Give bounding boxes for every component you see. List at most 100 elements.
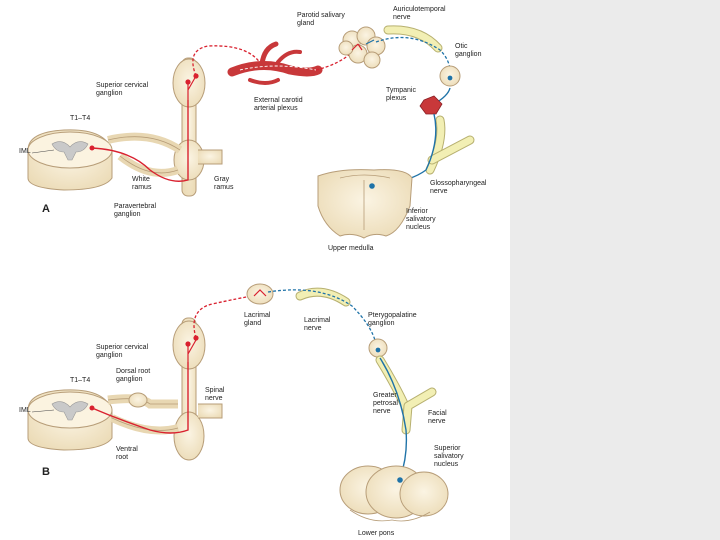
dorsal-root-ganglion xyxy=(128,392,148,408)
label-parotid-line: Parotid salivary xyxy=(297,12,345,19)
label-dorsal-root-line: Dorsal root xyxy=(116,368,150,375)
label-gray-ramus-line: ramus xyxy=(214,184,234,191)
label-sup-cervical-b-line: ganglion xyxy=(96,352,123,359)
label-paravertebral-line: Paravertebral xyxy=(114,203,156,210)
auriculotemporal-nerve xyxy=(384,26,442,52)
panel-letter-b: B xyxy=(42,466,50,478)
label-iml-a: IML xyxy=(19,148,31,155)
label-white-ramus-line: White xyxy=(132,176,150,183)
label-auriculotemporal-line: Auriculotemporal xyxy=(393,6,446,13)
label-greater-petrosal-line: petrosal xyxy=(373,400,398,407)
external-carotid-artery xyxy=(227,41,323,85)
glossopharyngeal-nerve xyxy=(428,136,474,164)
label-superior-salivatory-line: Superior xyxy=(434,445,461,452)
label-glossopharyngeal-line: Glossopharyngeal xyxy=(430,180,487,187)
label-t1t4-a: T1–T4 xyxy=(70,115,90,122)
label-inferior-salivatory-line: salivatory xyxy=(406,216,436,223)
label-glossopharyngeal-line: nerve xyxy=(430,188,448,195)
label-ventral-root-line: Ventral xyxy=(116,446,138,453)
label-gray-ramus-line: Gray xyxy=(214,176,230,183)
panel-letter-a: A xyxy=(42,203,50,215)
label-iml-b-line: IML xyxy=(19,407,31,414)
facial-nerve xyxy=(402,388,436,434)
preganglionic-fiber-a xyxy=(91,147,189,182)
label-superior-salivatory-line: salivatory xyxy=(434,453,464,460)
label-t1t4-b: T1–T4 xyxy=(70,377,90,384)
label-pterygopalatine-line: Pterygopalatine xyxy=(368,312,417,319)
spinal-cord-segment-a xyxy=(27,129,113,191)
label-superior-salivatory-line: nucleus xyxy=(434,461,459,468)
label-inferior-salivatory-line: nucleus xyxy=(406,224,431,231)
label-dorsal-root-line: ganglion xyxy=(116,376,143,383)
parotid-gland xyxy=(338,26,386,69)
label-lower-pons-line: Lower pons xyxy=(358,530,395,537)
label-parotid-line: gland xyxy=(297,20,314,27)
label-lacrimal-nerve-line: Lacrimal xyxy=(304,317,331,324)
lower-pons xyxy=(339,465,449,522)
label-pterygopalatine-line: ganglion xyxy=(368,320,395,327)
label-iml-a-line: IML xyxy=(19,148,31,155)
label-spinal-nerve-line: nerve xyxy=(205,395,223,402)
label-t1t4-b-line: T1–T4 xyxy=(70,377,90,384)
label-lower-pons: Lower pons xyxy=(358,530,395,537)
label-white-ramus-line: ramus xyxy=(132,184,152,191)
label-tympanic-line: Tympanic xyxy=(386,87,416,94)
label-otic-line: Otic xyxy=(455,43,468,50)
label-sup-cervical-b-line: Superior cervical xyxy=(96,344,149,351)
tympanic-plexus xyxy=(419,95,443,115)
superior-salivatory-nucleus xyxy=(397,477,403,483)
label-ext-carotid-line: arterial plexus xyxy=(254,105,298,112)
label-greater-petrosal-line: nerve xyxy=(373,408,391,415)
label-otic-line: ganglion xyxy=(455,51,482,58)
label-lacrimal-gland-line: gland xyxy=(244,320,261,327)
label-paravertebral-line: ganglion xyxy=(114,211,141,218)
inferior-salivatory-nucleus xyxy=(369,183,375,189)
label-greater-petrosal-line: Greater xyxy=(373,392,397,399)
spinal-cord-segment-b xyxy=(27,389,113,451)
label-spinal-nerve-line: Spinal xyxy=(205,387,225,394)
lacrimal-gland xyxy=(246,283,274,305)
label-ext-carotid-line: External carotid xyxy=(254,97,303,104)
label-sup-cervical-a-line: ganglion xyxy=(96,90,123,97)
label-upper-medulla: Upper medulla xyxy=(328,245,374,252)
label-upper-medulla-line: Upper medulla xyxy=(328,245,374,252)
upper-medulla xyxy=(317,169,413,239)
label-facial-line: nerve xyxy=(428,418,446,425)
label-facial-line: Facial xyxy=(428,410,447,417)
label-iml-b: IML xyxy=(19,407,31,414)
label-sup-cervical-a-line: Superior cervical xyxy=(96,82,149,89)
label-ventral-root-line: root xyxy=(116,454,128,461)
label-auriculotemporal-line: nerve xyxy=(393,14,411,21)
label-lacrimal-nerve-line: nerve xyxy=(304,325,322,332)
label-t1t4-a-line: T1–T4 xyxy=(70,115,90,122)
right-side-panel xyxy=(510,0,720,540)
label-inferior-salivatory-line: Inferior xyxy=(406,208,428,215)
sympathetic-chain-a xyxy=(107,57,223,197)
label-tympanic-line: plexus xyxy=(386,95,407,102)
label-lacrimal-gland-line: Lacrimal xyxy=(244,312,271,319)
